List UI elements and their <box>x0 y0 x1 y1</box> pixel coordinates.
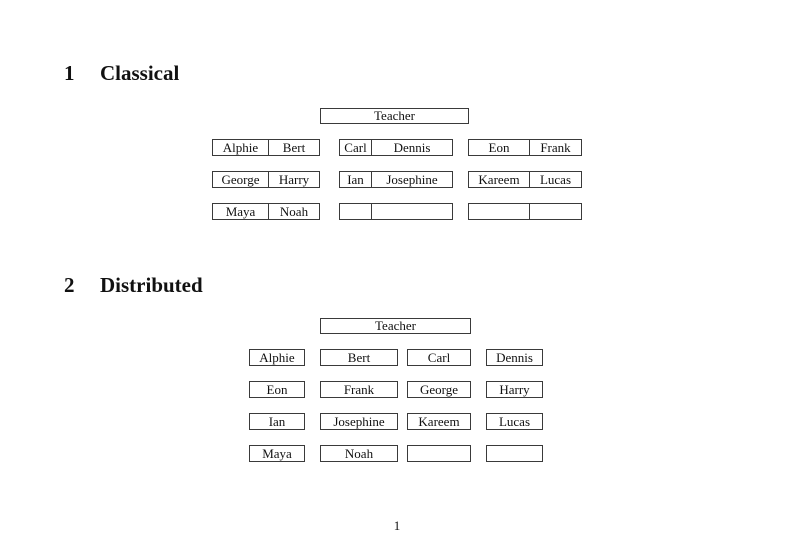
seat: Harry <box>486 381 543 398</box>
seat: Carl <box>407 349 471 366</box>
desk-empty <box>468 203 582 220</box>
seat: Frank <box>540 139 571 155</box>
seat: Ian <box>340 172 372 187</box>
seat: Kareem <box>407 413 471 430</box>
desk: Ian Josephine <box>339 171 453 188</box>
section-heading-classical: 1 Classical <box>64 62 179 84</box>
seat: Alphie <box>213 140 269 155</box>
seat: Maya <box>249 445 305 462</box>
section-title: Distributed <box>100 273 203 297</box>
desk-empty <box>339 203 453 220</box>
seat-empty <box>372 204 452 219</box>
seat: Noah <box>320 445 398 462</box>
seat: Eon <box>469 140 530 155</box>
teacher-box-distributed: Teacher <box>320 318 471 334</box>
seat: Josephine <box>320 413 398 430</box>
seat: Carl <box>340 140 372 155</box>
seat: Josephine <box>386 171 438 187</box>
seat: George <box>407 381 471 398</box>
seat: Dennis <box>393 139 431 155</box>
seat: Lucas <box>486 413 543 430</box>
section-heading-distributed: 2 Distributed <box>64 274 203 296</box>
seat-empty <box>469 204 530 219</box>
seat: Lucas <box>539 171 572 187</box>
seat: Maya <box>213 204 269 219</box>
seat-empty <box>486 445 543 462</box>
section-number: 1 <box>64 61 75 85</box>
section-number: 2 <box>64 273 75 297</box>
seat-empty <box>340 204 372 219</box>
desk: Carl Dennis <box>339 139 453 156</box>
seat: Ian <box>249 413 305 430</box>
seat-empty <box>407 445 471 462</box>
seat: Frank <box>320 381 398 398</box>
seat-empty <box>530 204 581 219</box>
seat: Eon <box>249 381 305 398</box>
desk: George Harry <box>212 171 320 188</box>
section-title: Classical <box>100 61 180 85</box>
teacher-box-classical: Teacher <box>320 108 469 124</box>
desk: Maya Noah <box>212 203 320 220</box>
seat: Bert <box>320 349 398 366</box>
seat: Kareem <box>469 172 530 187</box>
desk: Alphie Bert <box>212 139 320 156</box>
seat: Dennis <box>486 349 543 366</box>
seat: Alphie <box>249 349 305 366</box>
seat: George <box>213 172 269 187</box>
seat: Harry <box>278 171 310 187</box>
seat: Bert <box>282 139 306 155</box>
page-number: 1 <box>393 518 401 533</box>
seat: Noah <box>279 203 309 219</box>
desk: Eon Frank <box>468 139 582 156</box>
desk: Kareem Lucas <box>468 171 582 188</box>
